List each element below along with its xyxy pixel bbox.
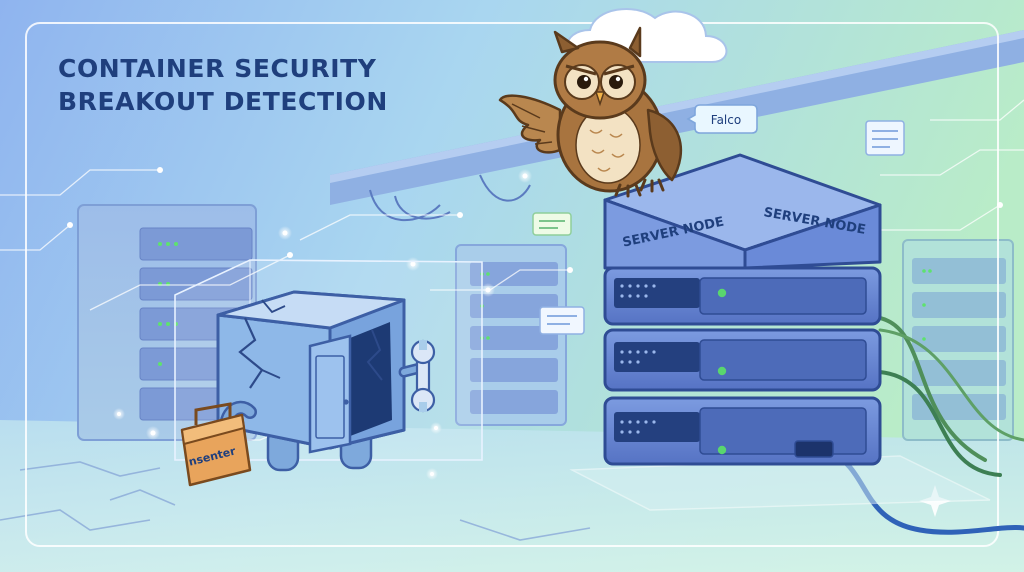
owl-name-text: Falco (711, 113, 741, 127)
title-line-2: BREAKOUT DETECTION (58, 87, 388, 116)
toolbox-icon: nsenter (180, 402, 252, 487)
server-rack: SERVER NODE SERVER NODE (569, 153, 991, 511)
status-led (717, 288, 727, 298)
page-title: CONTAINER SECURITY BREAKOUT DETECTION (58, 52, 388, 118)
glow-particles (113, 169, 532, 480)
owl-mascot (498, 26, 683, 198)
outer-frame (25, 22, 999, 547)
status-led (717, 366, 727, 376)
circuit-lines (0, 99, 1024, 441)
background-rack-right (902, 239, 1014, 441)
message-bubble-icon (532, 120, 905, 335)
owl-name-tag: Falco (686, 104, 758, 134)
wrench-icon (410, 339, 436, 413)
ceiling-beam-top (330, 30, 1024, 183)
network-port (794, 440, 834, 458)
title-line-1: CONTAINER SECURITY (58, 54, 377, 83)
floor-cracks (0, 461, 591, 541)
status-led (717, 445, 727, 455)
broken-container (216, 290, 426, 472)
